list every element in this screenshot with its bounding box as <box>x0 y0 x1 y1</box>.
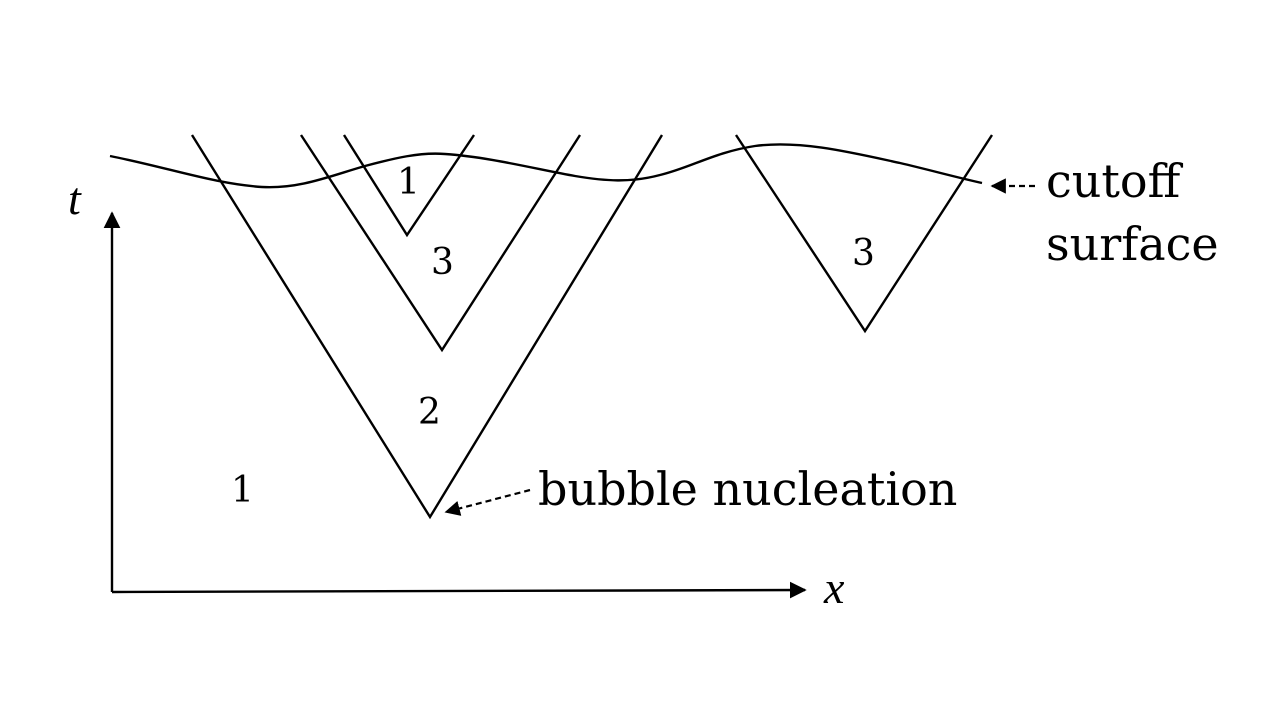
region-label-outer: 1 <box>231 470 254 511</box>
x-axis <box>111 581 807 599</box>
t-axis-label: t <box>68 173 82 224</box>
second-bubble-cone <box>299 134 582 353</box>
annotations: bubble nucleation cutoff surface <box>444 154 1219 516</box>
region-labels: 1 2 3 1 3 <box>231 162 875 511</box>
bubble-nucleation-label: bubble nucleation <box>538 462 957 516</box>
bubble-nucleation-arrow <box>444 488 531 516</box>
cutoff-surface-curve <box>109 143 983 189</box>
region-label-second-bubble: 3 <box>431 242 454 283</box>
first-bubble-cone <box>190 134 664 520</box>
cutoff-label-line2: surface <box>1046 217 1219 271</box>
region-label-first-bubble: 2 <box>418 392 441 433</box>
cutoff-label-line1: cutoff <box>1046 154 1184 208</box>
bubble-cones <box>190 134 994 520</box>
region-label-inner-bubble: 1 <box>397 162 420 203</box>
right-bubble-cone <box>734 134 994 334</box>
axes: t x <box>68 173 845 613</box>
region-label-right-bubble: 3 <box>852 233 875 274</box>
inner-bubble-cone <box>342 134 475 238</box>
x-axis-label: x <box>823 562 845 613</box>
